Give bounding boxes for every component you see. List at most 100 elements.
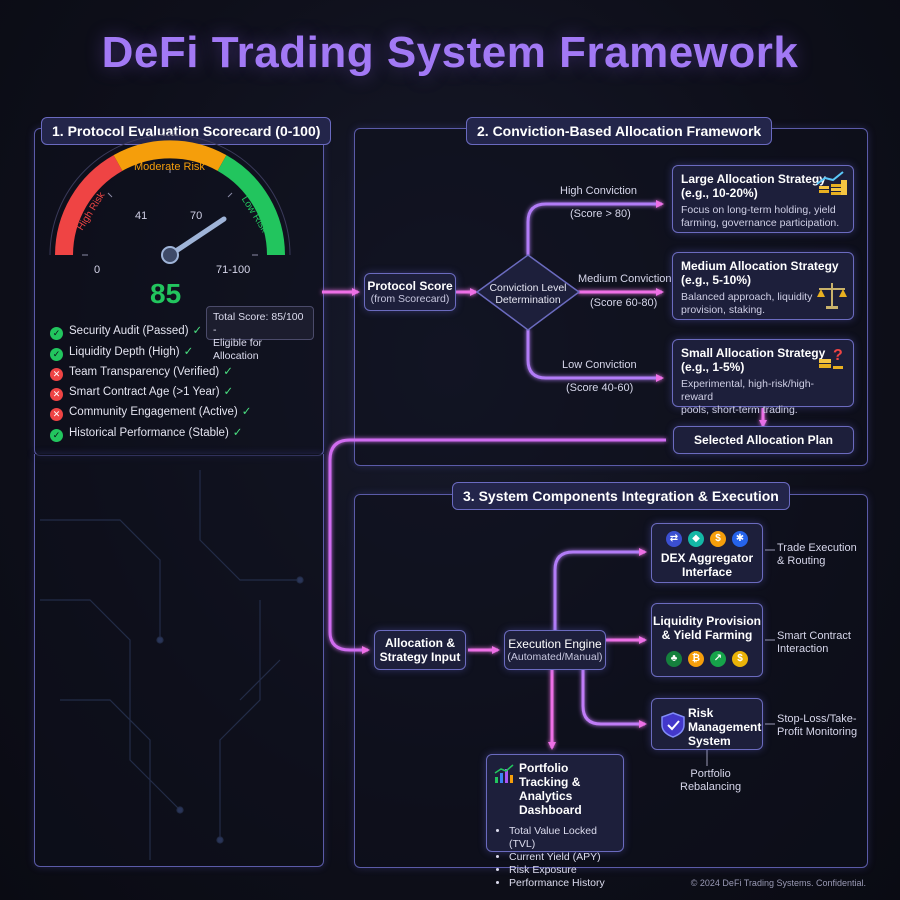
execution-engine-line2: (Automated/Manual) bbox=[507, 650, 603, 663]
criteria-item: ✓Security Audit (Passed)✓ bbox=[50, 323, 202, 340]
check-circle-icon: ✓ bbox=[50, 429, 63, 442]
criteria-label: Community Engagement (Active) bbox=[69, 406, 238, 418]
gauge-tick-41: 41 bbox=[135, 210, 148, 222]
metric-item: Current Yield (APY) bbox=[509, 851, 615, 864]
gauge-zone-moderate: Moderate Risk bbox=[134, 161, 205, 173]
coin-icon: $ bbox=[732, 650, 748, 667]
risk-line1: Risk bbox=[688, 706, 714, 720]
x-circle-icon: ✕ bbox=[50, 408, 63, 421]
shield-check-icon bbox=[661, 712, 685, 738]
risk-line2: Management bbox=[688, 720, 762, 734]
dollar-coin-icon: $ bbox=[710, 530, 726, 547]
yield-icons: ♣ ₿ ↗ $ bbox=[663, 648, 751, 667]
gauge-min-label: 0 bbox=[94, 264, 101, 276]
scorecard-title: 1. Protocol Evaluation Scorecard (0-100) bbox=[41, 117, 332, 145]
small-strategy-desc2: pools, short-term trading. bbox=[681, 404, 798, 416]
check-circle-icon: ✓ bbox=[50, 348, 63, 361]
page-title: DeFi Trading System Framework bbox=[101, 28, 799, 77]
score-value: 85 bbox=[150, 278, 182, 309]
circuit-decoration bbox=[40, 470, 304, 860]
dex-coin-icons: ⇄ ◆ $ ✱ bbox=[663, 528, 751, 547]
medium-strategy-desc2: provision, staking. bbox=[681, 304, 766, 316]
lower-left-panel bbox=[34, 454, 324, 867]
protocol-score-title: Protocol Score bbox=[367, 278, 453, 293]
allocation-input-node: Allocation & Strategy Input bbox=[374, 630, 466, 670]
network-icon: ✱ bbox=[732, 530, 748, 547]
coin-stack-chart-icon bbox=[816, 171, 847, 195]
liquidity-line1: Liquidity Provision bbox=[652, 613, 761, 628]
coins-question-icon: ? bbox=[819, 347, 843, 369]
dex-line1: DEX Aggregator bbox=[660, 550, 754, 565]
x-circle-icon: ✕ bbox=[50, 388, 63, 401]
dex-note-line1: Trade Execution bbox=[777, 542, 857, 554]
liquidity-note-line2: Interaction bbox=[777, 643, 829, 655]
decision-label: Conviction Level Determination bbox=[478, 282, 578, 306]
dex-line2: Interface bbox=[681, 564, 733, 579]
total-score-line2: Eligible for Allocation bbox=[213, 337, 263, 362]
medium-strategy-title2: (e.g., 5-10%) bbox=[681, 273, 752, 287]
branch-medium-label: Medium Conviction bbox=[578, 273, 672, 285]
risk-note-line2: Profit Monitoring bbox=[777, 726, 858, 738]
sprout-icon: ♣ bbox=[666, 650, 682, 667]
execution-engine-line1: Execution Engine bbox=[508, 636, 602, 651]
criteria-item: ✕Team Transparency (Verified)✓ bbox=[50, 364, 233, 381]
execution-title: 3. System Components Integration & Execu… bbox=[452, 482, 790, 510]
conviction-decision-diamond bbox=[475, 254, 581, 331]
risk-line3: System bbox=[688, 734, 731, 748]
metric-item: Performance History bbox=[509, 877, 615, 890]
risk-note-line1: Stop-Loss/Take- bbox=[777, 713, 857, 725]
large-strategy-desc2: farming, governance participation. bbox=[681, 217, 840, 229]
protocol-score-subtitle: (from Scorecard) bbox=[370, 292, 450, 305]
portfolio-title2: Analytics Dashboard bbox=[519, 789, 582, 817]
liquidity-provision-node: Liquidity Provision & Yield Farming ♣ ₿ ↗ $ bbox=[651, 603, 763, 677]
criteria-label: Team Transparency (Verified) bbox=[69, 366, 220, 378]
criteria-item: ✕Smart Contract Age (>1 Year)✓ bbox=[50, 384, 233, 401]
gauge-max-label: 71-100 bbox=[216, 264, 251, 276]
medium-strategy-title1: Medium Allocation Strategy bbox=[681, 259, 839, 273]
gauge-tick-70: 70 bbox=[190, 210, 203, 222]
criteria-label: Security Audit (Passed) bbox=[69, 325, 189, 337]
check-circle-icon: ✓ bbox=[50, 327, 63, 340]
rebalance-line1: Portfolio bbox=[690, 768, 731, 780]
x-circle-icon: ✕ bbox=[50, 368, 63, 381]
swap-icon: ⇄ bbox=[666, 530, 682, 547]
dex-note-line2: & Routing bbox=[777, 555, 826, 567]
small-allocation-strategy: Small Allocation Strategy (e.g., 1-5%) E… bbox=[672, 339, 854, 416]
risk-management-node: Risk Management System bbox=[651, 698, 763, 750]
criteria-item: ✕Community Engagement (Active)✓ bbox=[50, 404, 251, 421]
eth-icon: ◆ bbox=[688, 530, 704, 547]
criteria-label: Liquidity Depth (High) bbox=[69, 346, 180, 358]
risk-gauge bbox=[49, 134, 291, 264]
liquidity-note-line1: Smart Contract bbox=[777, 630, 851, 642]
dex-note: Trade Execution & Routing bbox=[777, 542, 857, 568]
balance-scale-icon bbox=[817, 283, 847, 309]
decision-line2: Determination bbox=[495, 294, 561, 306]
metric-item: Total Value Locked (TVL) bbox=[509, 825, 615, 851]
branch-high-label: High Conviction bbox=[560, 185, 638, 197]
allocation-title: 2. Conviction-Based Allocation Framework bbox=[466, 117, 773, 145]
allocation-input-line1: Allocation & bbox=[384, 636, 455, 650]
portfolio-metrics-list: Total Value Locked (TVL) Current Yield (… bbox=[495, 825, 615, 890]
liquidity-line2: & Yield Farming bbox=[661, 627, 753, 642]
medium-allocation-strategy: Medium Allocation Strategy (e.g., 5-10%)… bbox=[672, 252, 854, 320]
total-score-callout: Total Score: 85/100 - Eligible for Alloc… bbox=[206, 306, 314, 362]
liquidity-note: Smart Contract Interaction bbox=[777, 630, 851, 656]
rebalance-line2: Rebalancing bbox=[680, 781, 742, 793]
portfolio-title1: Portfolio Tracking & bbox=[519, 761, 581, 789]
risk-note: Stop-Loss/Take- Profit Monitoring bbox=[777, 713, 857, 739]
protocol-score-node: Protocol Score (from Scorecard) bbox=[364, 273, 456, 311]
allocation-input-line2: Strategy Input bbox=[379, 650, 461, 664]
footer-copyright: © 2024 DeFi Trading Systems. Confidentia… bbox=[690, 878, 866, 888]
dex-aggregator-node: ⇄ ◆ $ ✱ DEX Aggregator Interface bbox=[651, 523, 763, 583]
metric-item: Risk Exposure bbox=[509, 864, 615, 877]
growth-icon: ↗ bbox=[710, 650, 726, 667]
analytics-chart-icon bbox=[494, 764, 514, 783]
criteria-label: Smart Contract Age (>1 Year) bbox=[69, 386, 220, 398]
branch-high-range: (Score > 80) bbox=[570, 208, 631, 220]
bitcoin-icon: ₿ bbox=[688, 650, 704, 667]
criteria-item: ✓Liquidity Depth (High)✓ bbox=[50, 344, 193, 361]
svg-text:?: ? bbox=[833, 347, 843, 364]
criteria-label: Historical Performance (Stable) bbox=[69, 427, 229, 439]
medium-strategy-desc1: Balanced approach, liquidity bbox=[681, 291, 813, 303]
